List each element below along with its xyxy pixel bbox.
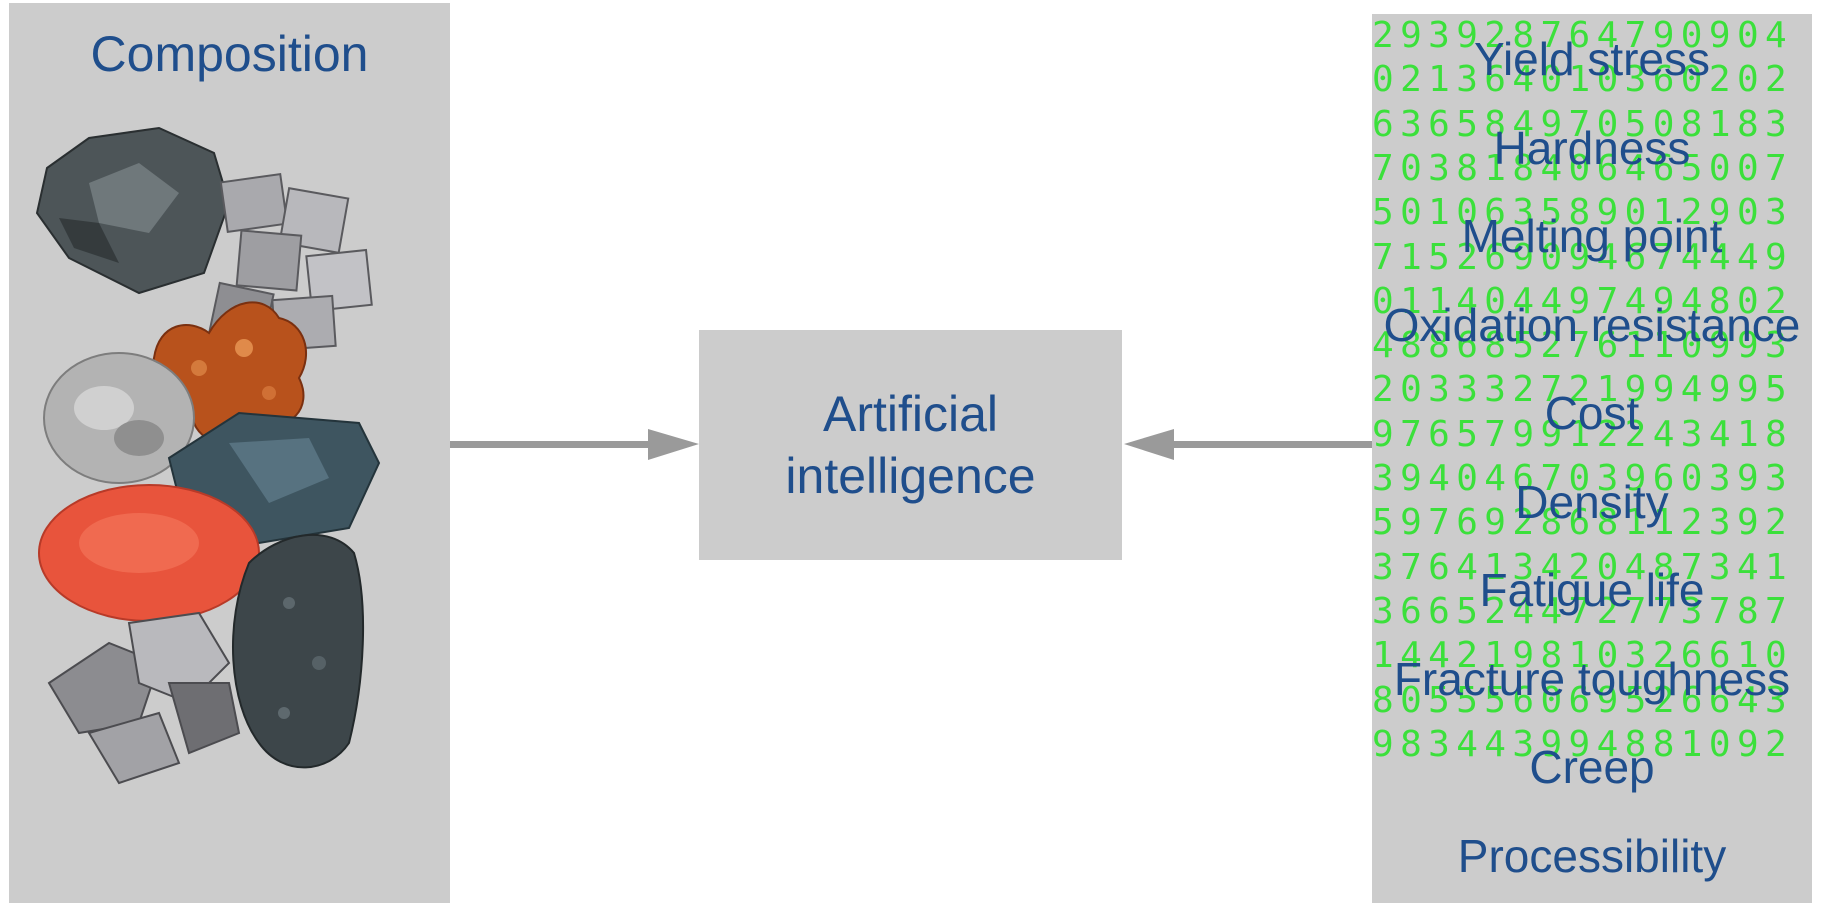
- digit-row: 636584970508183: [1372, 103, 1794, 145]
- digit-row: 144219810326610: [1372, 635, 1794, 677]
- digit-row: 366524472773787: [1372, 590, 1794, 632]
- composition-title: Composition: [90, 26, 369, 82]
- property-label: Oxidation resistance: [1383, 298, 1801, 351]
- digit-row: 293928764790904: [1372, 15, 1794, 56]
- ai-box-line1: Artificial: [822, 386, 998, 442]
- element-samples-image: [35, 126, 381, 785]
- property-label: Cost: [1544, 387, 1640, 439]
- digit-row: 376413420487341: [1372, 546, 1794, 588]
- property-label: Hardness: [1493, 121, 1691, 174]
- digit-row: 011404497494802: [1372, 280, 1794, 322]
- ai-box-line2: intelligence: [785, 448, 1036, 504]
- silver-shards-sample: [47, 611, 241, 785]
- property-label: Creep: [1529, 741, 1655, 793]
- digit-row: 394046703960393: [1372, 458, 1794, 499]
- digit-row: 983443994881092: [1372, 723, 1794, 765]
- composition-panel: Composition: [9, 3, 450, 903]
- dark-granular-sample: [231, 533, 365, 769]
- digit-row: 715269094674449: [1372, 236, 1794, 278]
- arrow-properties-to-ai: [1124, 429, 1372, 460]
- property-label: Fracture toughness: [1393, 652, 1791, 705]
- digit-row: 597692868112392: [1372, 502, 1794, 544]
- digit-row: 488685276110993: [1372, 325, 1794, 367]
- artificial-intelligence-box: Artificial intelligence: [699, 330, 1122, 560]
- property-label: Processibility: [1457, 829, 1727, 882]
- property-label: Yield stress: [1473, 33, 1711, 85]
- digit-row: 805556069526643: [1372, 679, 1794, 721]
- digit-row: 021364010360202: [1372, 59, 1794, 101]
- arrow-composition-to-ai: [450, 429, 699, 460]
- digit-row: 501063589012903: [1372, 192, 1794, 234]
- property-label: Fatigue life: [1479, 564, 1705, 616]
- digit-row: 703818406465007: [1372, 147, 1794, 189]
- digit-row: 203332721994995: [1372, 369, 1794, 411]
- property-label: Density: [1515, 475, 1669, 528]
- property-label: Melting point: [1461, 210, 1723, 262]
- digit-row: 976579912243418: [1372, 413, 1794, 455]
